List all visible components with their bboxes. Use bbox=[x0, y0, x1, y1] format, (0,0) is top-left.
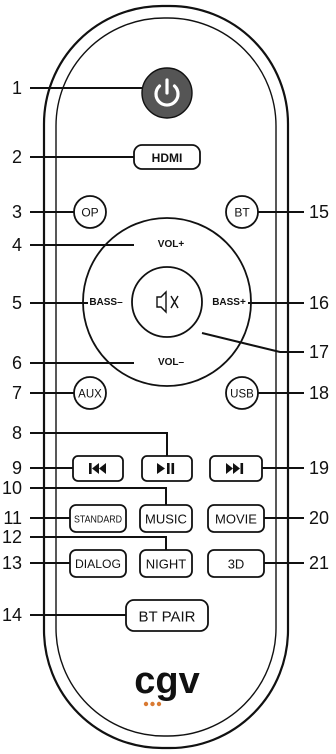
3d-label: 3D bbox=[228, 557, 245, 572]
callout-number: 12 bbox=[2, 527, 22, 547]
aux-label: AUX bbox=[78, 389, 102, 401]
callout-number: 8 bbox=[12, 423, 22, 443]
bt-label: BT bbox=[234, 206, 250, 220]
remote-body-inner bbox=[55, 17, 277, 737]
logo-dot bbox=[143, 701, 149, 707]
callout-number: 2 bbox=[12, 147, 22, 167]
usb-label: USB bbox=[230, 389, 254, 401]
callout-number: 19 bbox=[309, 458, 329, 478]
logo-dot bbox=[150, 701, 155, 707]
dialog-label: DIALOG bbox=[75, 559, 121, 571]
callout-number: 5 bbox=[12, 293, 22, 313]
callout-number: 6 bbox=[12, 353, 22, 373]
op-button[interactable]: OP bbox=[73, 195, 107, 229]
callout-number: 18 bbox=[309, 383, 329, 403]
callout-number: 9 bbox=[12, 458, 22, 478]
night-label: NIGHT bbox=[146, 557, 187, 572]
cgv-logo: cgv bbox=[134, 660, 200, 707]
power-button[interactable] bbox=[141, 67, 193, 119]
music-label: MUSIC bbox=[145, 512, 187, 527]
callout-number: 4 bbox=[12, 235, 22, 255]
mute-icon bbox=[156, 290, 179, 314]
vol-down-button[interactable]: VOL– bbox=[158, 357, 185, 368]
callout-number: 13 bbox=[2, 553, 22, 573]
bt-pair-label: BT PAIR bbox=[139, 609, 196, 626]
vol-up-button[interactable]: VOL+ bbox=[158, 239, 185, 250]
vol-up-label: VOL+ bbox=[158, 239, 185, 250]
callout-number: 7 bbox=[12, 383, 22, 403]
callout-number: 10 bbox=[2, 478, 22, 498]
movie-label: MOVIE bbox=[215, 512, 257, 527]
callout-number: 21 bbox=[309, 553, 329, 573]
callout-number: 15 bbox=[309, 202, 329, 222]
bass-up-label: BASS+ bbox=[212, 297, 246, 308]
logo-dot bbox=[156, 701, 162, 707]
callout-number: 11 bbox=[3, 508, 22, 528]
bt-pair-button[interactable]: BT PAIR bbox=[125, 599, 209, 632]
callout-number: 20 bbox=[309, 508, 329, 528]
previous-track-icon bbox=[89, 463, 106, 474]
standard-label: STANDARD bbox=[74, 514, 122, 526]
play-pause-icon bbox=[157, 463, 175, 474]
op-label: OP bbox=[81, 206, 98, 220]
next-track-button[interactable] bbox=[209, 455, 263, 482]
callout-number: 1 bbox=[12, 78, 22, 98]
callout-number: 3 bbox=[12, 202, 22, 222]
cgv-logo-text: cgv bbox=[134, 660, 199, 702]
vol-down-label: VOL– bbox=[158, 357, 185, 368]
music-button[interactable]: MUSIC bbox=[139, 504, 193, 533]
movie-button[interactable]: MOVIE bbox=[207, 504, 265, 533]
standard-button[interactable]: STANDARD bbox=[69, 504, 127, 533]
3d-button[interactable]: 3D bbox=[207, 549, 265, 578]
aux-button[interactable]: AUX bbox=[73, 376, 107, 410]
leader-lines bbox=[30, 87, 304, 616]
hdmi-label: HDMI bbox=[152, 151, 183, 165]
callout-number: 16 bbox=[309, 293, 329, 313]
callout-numbers: 1 2 3 4 5 6 7 8 9 10 11 12 13 14 15 16 1… bbox=[2, 78, 329, 625]
mute-button[interactable] bbox=[131, 266, 203, 338]
hdmi-button[interactable]: HDMI bbox=[133, 144, 201, 170]
bass-down-label: BASS– bbox=[89, 297, 123, 308]
night-button[interactable]: NIGHT bbox=[139, 549, 193, 578]
callout-number: 14 bbox=[2, 605, 22, 625]
callout-number: 17 bbox=[309, 342, 329, 362]
bt-button[interactable]: BT bbox=[225, 195, 259, 229]
power-icon bbox=[154, 78, 180, 107]
usb-button[interactable]: USB bbox=[225, 376, 259, 410]
play-pause-button[interactable] bbox=[141, 455, 193, 482]
next-track-icon bbox=[226, 463, 244, 474]
bass-down-button[interactable]: BASS– bbox=[89, 297, 123, 308]
previous-track-button[interactable] bbox=[72, 455, 124, 482]
dialog-button[interactable]: DIALOG bbox=[69, 549, 127, 578]
bass-up-button[interactable]: BASS+ bbox=[212, 297, 246, 308]
